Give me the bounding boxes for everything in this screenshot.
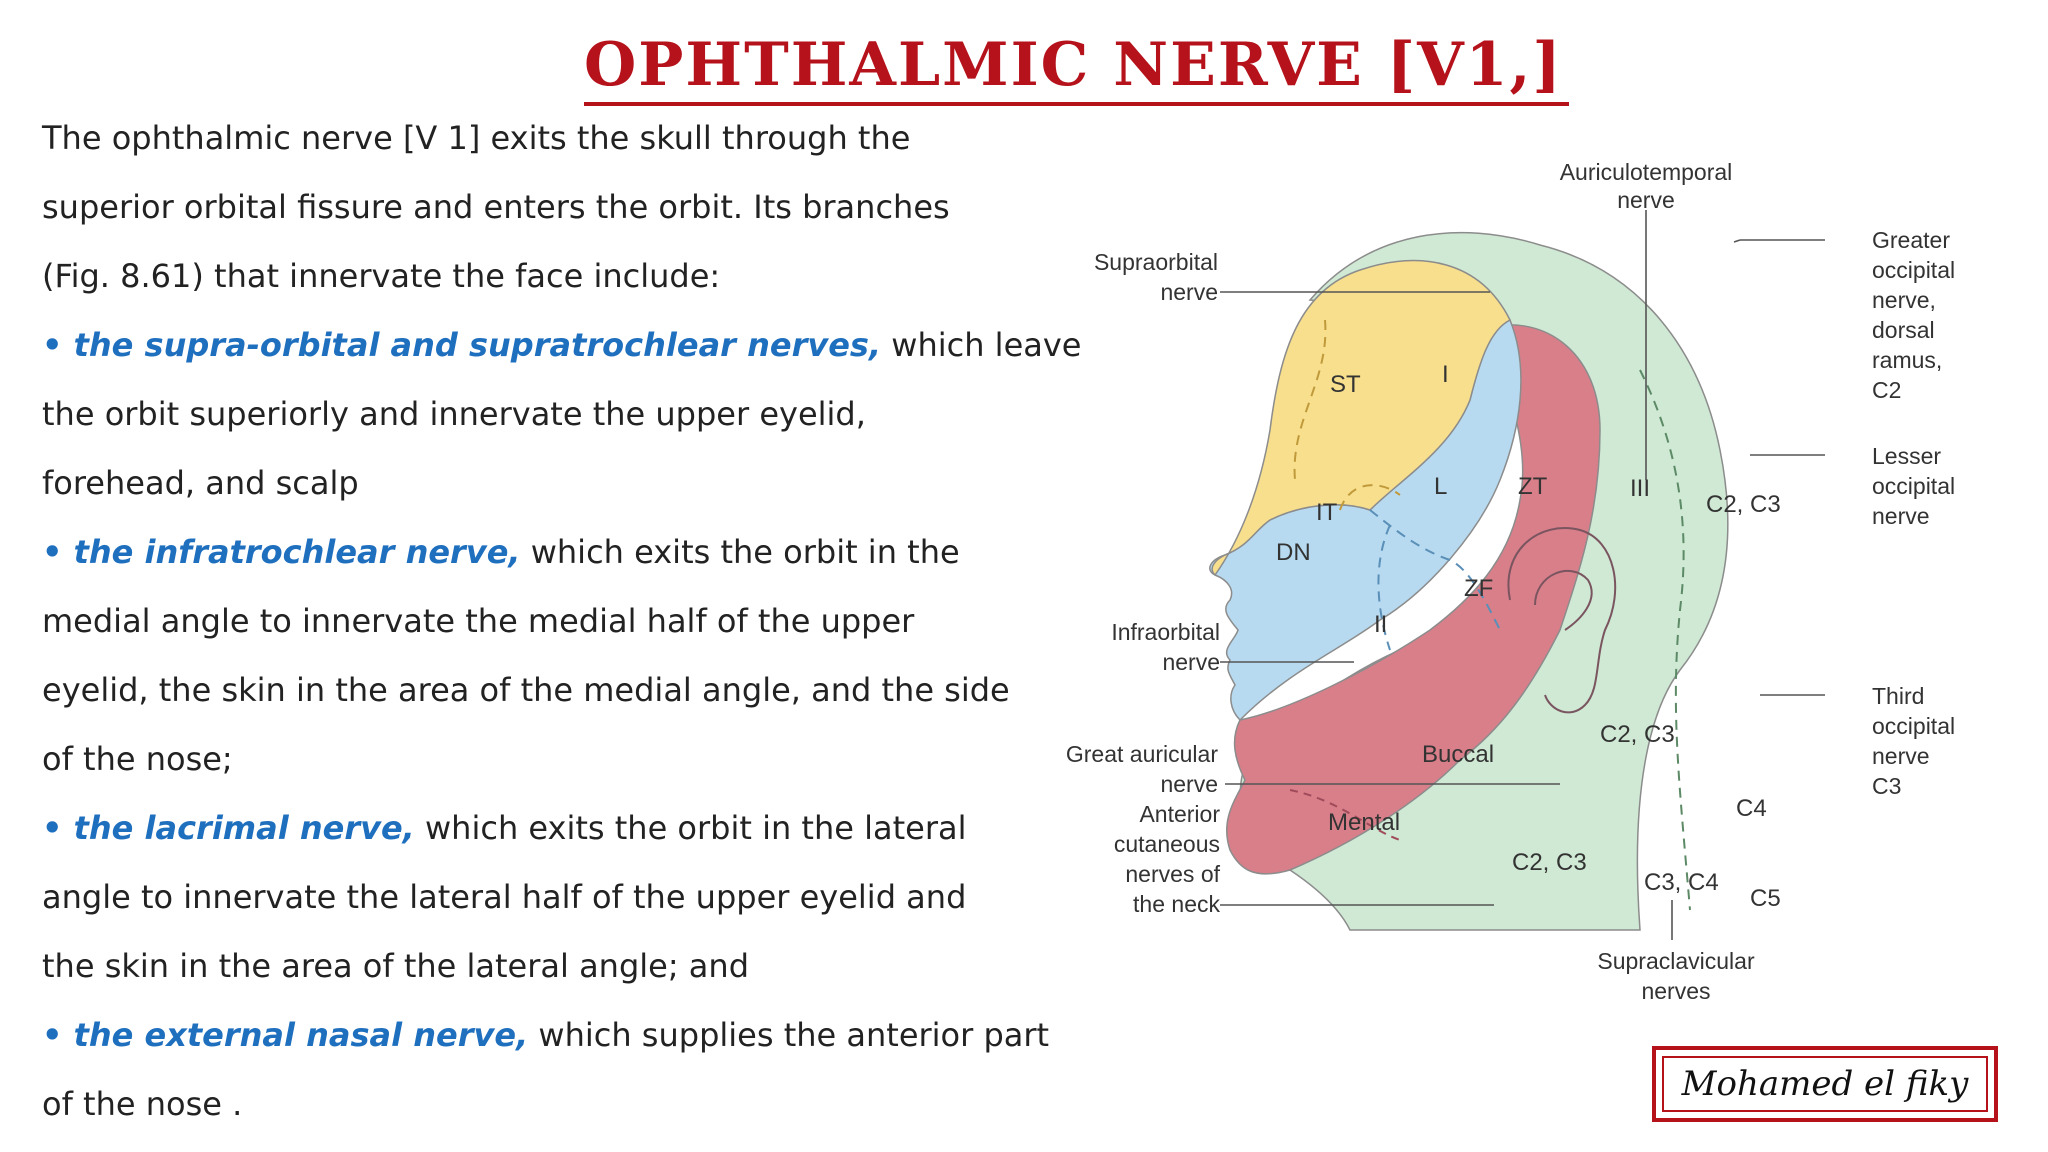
label-third-occipital-3: nerve: [1872, 743, 1930, 769]
page-title: OPHTHALMIC NERVE [V1,]: [584, 30, 1569, 106]
zone-c3c4: C3, C4: [1644, 869, 1719, 896]
bullet-term: • the lacrimal nerve,: [42, 809, 415, 847]
paragraph-line: The ophthalmic nerve [V 1] exits the sku…: [42, 119, 911, 157]
zone-c2c3-scalp: C2, C3: [1706, 491, 1781, 518]
label-infraorbital-2: nerve: [1162, 649, 1220, 675]
bullet-supraorbital: • the supra-orbital and supratrochlear n…: [42, 322, 1081, 368]
zone-iii: III: [1630, 475, 1650, 502]
bullet-text: which exits the orbit in the: [520, 533, 960, 571]
label-great-auricular-2: nerve: [1160, 771, 1218, 797]
label-third-occipital-1: Third: [1872, 683, 1924, 709]
ear-outline: [1507, 527, 1617, 714]
head-dermatome-figure: Auriculotemporal nerve Supraorbital nerv…: [1040, 150, 1980, 1020]
zone-zf: ZF: [1464, 575, 1493, 602]
paragraph-line: (Fig. 8.61) that innervate the face incl…: [42, 257, 721, 295]
ophthalmic-region: [1211, 259, 1512, 577]
zone-c4: C4: [1736, 795, 1767, 822]
boundary-line: [1289, 789, 1401, 841]
label-auriculotemporal-1: Auriculotemporal: [1560, 159, 1733, 185]
mandibular-region: [1225, 324, 1601, 875]
zone-c2c3-face: C2, C3: [1600, 721, 1675, 748]
label-greater-occipital-6: C2: [1872, 377, 1901, 403]
signature-text: Mohamed el fiky: [1662, 1056, 1988, 1112]
boundary-line: [1377, 524, 1391, 651]
bullet-external-nasal: • the external nasal nerve, which suppli…: [42, 1012, 1049, 1058]
author-signature: Mohamed el fiky: [1652, 1046, 1998, 1122]
bullet-lacrimal: • the lacrimal nerve, which exits the or…: [42, 805, 967, 851]
label-lesser-occipital-1: Lesser: [1872, 443, 1941, 469]
zone-ii: II: [1374, 611, 1387, 638]
ear-inner: [1534, 569, 1593, 631]
bullet-term: • the supra-orbital and supratrochlear n…: [42, 326, 882, 364]
bullet-text: which leave: [881, 326, 1082, 364]
label-supraorbital-1: Supraorbital: [1094, 249, 1218, 275]
label-lesser-occipital-3: nerve: [1872, 503, 1930, 529]
bullet-infratrochlear: • the infratrochlear nerve, which exits …: [42, 529, 960, 575]
label-supraclavicular-1: Supraclavicular: [1597, 948, 1755, 974]
label-anterior-cutaneous-4: the neck: [1133, 891, 1220, 917]
bullet-text: which exits the orbit in the lateral: [414, 809, 967, 847]
boundary-line: [1339, 484, 1401, 511]
zone-mental: Mental: [1328, 809, 1400, 836]
bullet-line: forehead, and scalp: [42, 464, 359, 502]
bullet-term: • the infratrochlear nerve,: [42, 533, 521, 571]
label-third-occipital-2: occipital: [1872, 713, 1955, 739]
bullet-line: medial angle to innervate the medial hal…: [42, 602, 915, 640]
label-greater-occipital-2: occipital: [1872, 257, 1955, 283]
leader-greater-occipital: [1733, 239, 1741, 243]
zone-zt: ZT: [1518, 473, 1548, 500]
zone-it: IT: [1316, 499, 1338, 526]
label-greater-occipital-1: Greater: [1872, 227, 1950, 253]
zone-c2c3-neck: C2, C3: [1512, 849, 1587, 876]
zone-c5: C5: [1750, 885, 1781, 912]
zone-l: L: [1434, 473, 1447, 500]
bullet-line: angle to innervate the lateral half of t…: [42, 878, 967, 916]
bullet-text: which supplies the anterior part: [528, 1016, 1050, 1054]
zone-st: ST: [1330, 371, 1361, 398]
label-auriculotemporal-2: nerve: [1617, 187, 1675, 213]
boundary-line: [1369, 509, 1501, 631]
figure-svg: Auriculotemporal nerve Supraorbital nerv…: [1066, 159, 1955, 1004]
bullet-line: of the nose;: [42, 740, 233, 778]
bullet-term: • the external nasal nerve,: [42, 1016, 529, 1054]
bullet-line: eyelid, the skin in the area of the medi…: [42, 671, 1010, 709]
bullet-line: the orbit superiorly and innervate the u…: [42, 395, 866, 433]
label-greater-occipital-4: dorsal: [1872, 317, 1935, 343]
label-third-occipital-4: C3: [1872, 773, 1901, 799]
label-anterior-cutaneous-3: nerves of: [1125, 861, 1220, 887]
boundary-line: [1293, 319, 1327, 481]
label-supraorbital-2: nerve: [1160, 279, 1218, 305]
label-lesser-occipital-2: occipital: [1872, 473, 1955, 499]
label-greater-occipital-5: ramus,: [1872, 347, 1942, 373]
label-infraorbital-1: Infraorbital: [1111, 619, 1220, 645]
paragraph-line: superior orbital fissure and enters the …: [42, 188, 950, 226]
zone-dn: DN: [1276, 539, 1311, 566]
bullet-line: of the nose .: [42, 1085, 243, 1123]
label-anterior-cutaneous-1: Anterior: [1139, 801, 1220, 827]
boundary-line: [1639, 369, 1691, 911]
bullet-line: the skin in the area of the lateral angl…: [42, 947, 749, 985]
label-greater-occipital-3: nerve,: [1872, 287, 1936, 313]
label-anterior-cutaneous-2: cutaneous: [1114, 831, 1220, 857]
zone-i: I: [1442, 361, 1449, 388]
label-supraclavicular-2: nerves: [1641, 978, 1710, 1004]
label-great-auricular-1: Great auricular: [1066, 741, 1218, 767]
zone-buccal: Buccal: [1422, 741, 1494, 768]
